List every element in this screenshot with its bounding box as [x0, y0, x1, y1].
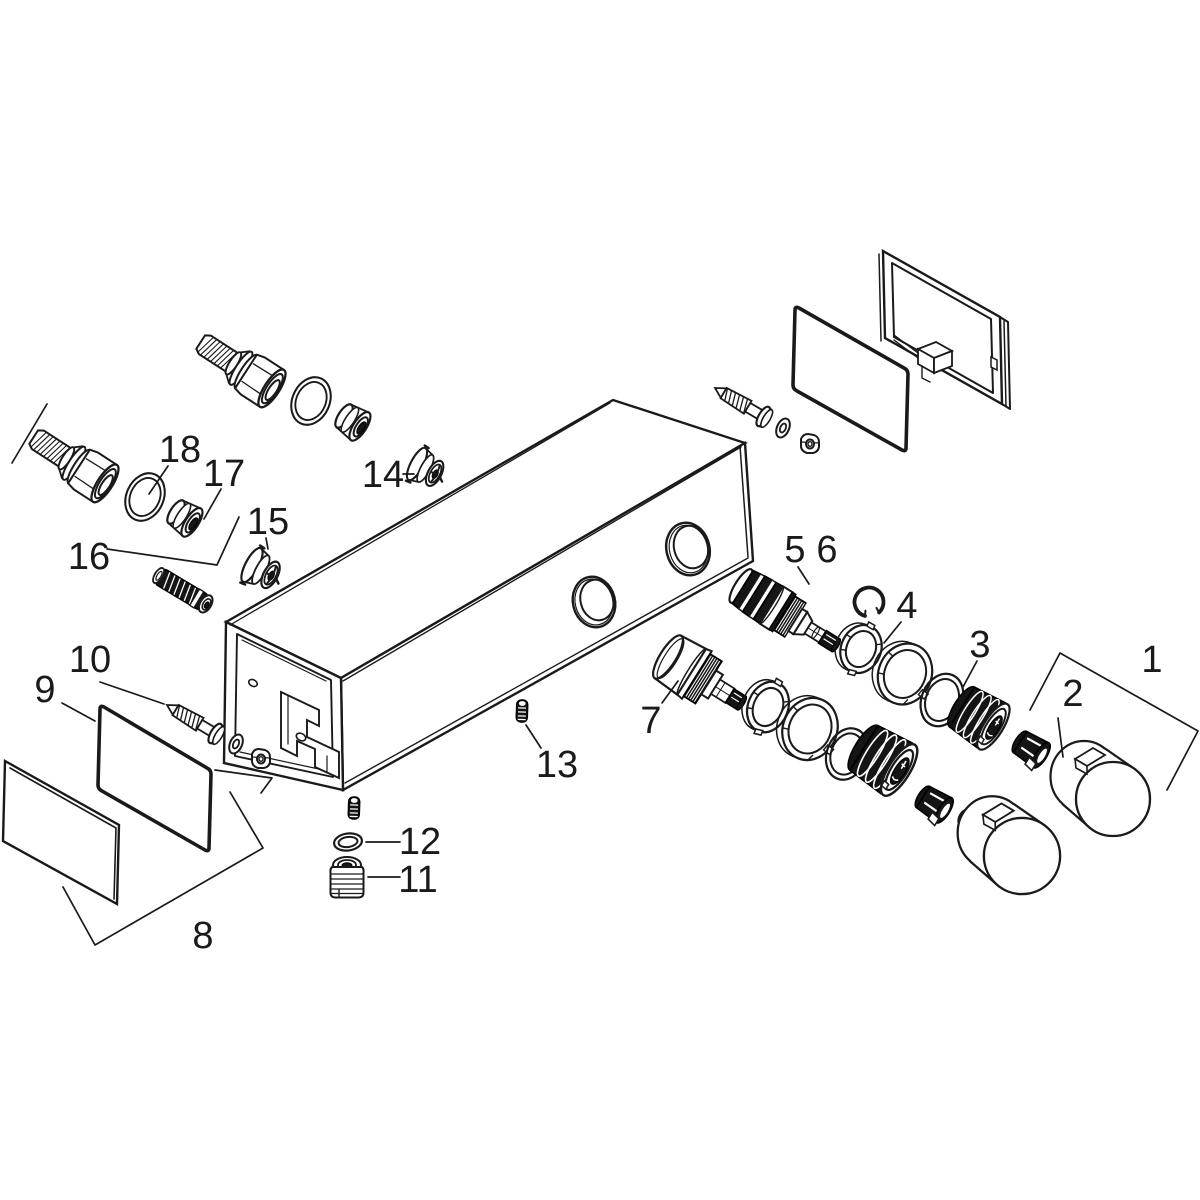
inlet-fitting-16: [20, 417, 125, 508]
part-label-3: 3: [969, 624, 990, 666]
leader-part-3: [962, 660, 978, 688]
check-valve-14: [400, 442, 455, 498]
spline-adapter-lower: [908, 780, 958, 830]
gasket-9: [96, 704, 213, 853]
leader-part-16: [11, 403, 48, 464]
part-label-17: 17: [203, 453, 245, 495]
o-ring-18: [116, 465, 174, 529]
valve-body-interior: [247, 678, 340, 780]
handle-knob-1: [1049, 739, 1152, 838]
leader-part-15: [265, 537, 269, 550]
shutoff-cartridge-7: [652, 634, 748, 711]
part-label-12: 12: [399, 821, 441, 863]
leader-part-10: [214, 769, 273, 794]
extension-screw: [152, 567, 214, 614]
part-label-6: 6: [816, 529, 837, 571]
set-screw-13: [515, 699, 529, 723]
wall-plate-8: [1, 758, 121, 907]
leader-part-1: [1029, 652, 1199, 791]
leader-part-13: [525, 724, 542, 749]
flange-3-upper: [940, 679, 1017, 756]
leader-part-18: [148, 465, 169, 495]
valve-body: [222, 398, 755, 793]
bushing-17: [161, 494, 208, 541]
flange-3-lower: [839, 716, 926, 803]
part-label-9: 9: [34, 669, 55, 711]
o-ring-18-upper: [282, 369, 340, 433]
part-label-14: 14: [362, 454, 404, 496]
o-ring-12: [332, 832, 364, 852]
part-label-10: 10: [69, 639, 111, 681]
cover-frame-top: [878, 248, 1011, 410]
leader-part-17: [203, 488, 222, 520]
handle-knob-lower: [956, 795, 1062, 896]
retaining-clip-6: [852, 585, 886, 618]
leader-part-8: [62, 791, 264, 946]
bushing-17-upper: [329, 398, 376, 445]
part-label-7: 7: [640, 700, 661, 742]
part-label-4: 4: [896, 585, 917, 627]
frame-clip: [915, 341, 955, 383]
part-label-1: 1: [1141, 639, 1162, 681]
hose-adapter-11: [329, 856, 365, 899]
part-label-16: 16: [68, 536, 110, 578]
leader-part-16: [106, 516, 240, 566]
leader-part-9: [61, 702, 96, 722]
spline-adapter-upper: [1005, 725, 1055, 775]
thermostat-cartridge-5: [728, 568, 842, 653]
leader-part-7: [661, 680, 679, 704]
port-hole-right: [664, 521, 712, 577]
leader-part-4: [883, 621, 902, 644]
leader-part-2: [1057, 717, 1064, 758]
set-screw-bottom: [347, 796, 361, 820]
part-label-5: 5: [784, 529, 805, 571]
leader-lines: [11, 403, 1199, 946]
port-hole-left: [571, 575, 617, 629]
part-label-15: 15: [247, 501, 289, 543]
gasket-top: [791, 305, 910, 453]
leader-part-10: [99, 681, 165, 705]
part-label-13: 13: [536, 744, 578, 786]
inlet-fitting-upper: [187, 322, 292, 413]
part-label-11: 11: [398, 859, 437, 901]
part-label-18: 18: [159, 429, 201, 471]
leader-part-5: [797, 566, 810, 585]
part-label-2: 2: [1062, 673, 1083, 715]
part-label-8: 8: [192, 915, 213, 957]
